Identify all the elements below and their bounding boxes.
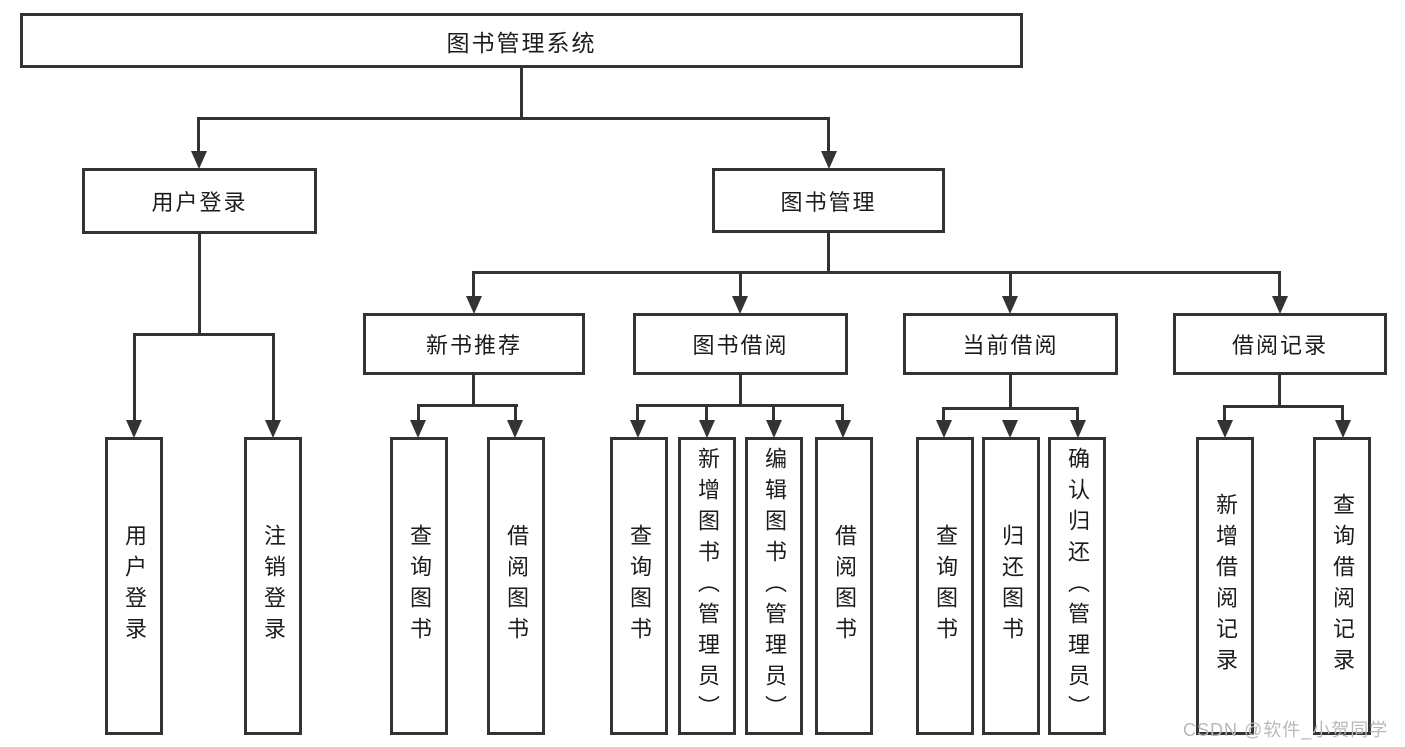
leaf-borrow-books-recommend: 借阅图书 [487, 437, 545, 735]
connector-v [827, 117, 830, 153]
node-label: 借阅记录 [1231, 333, 1328, 358]
leaf-label: 编辑图书（管理员） [762, 446, 787, 726]
node-label: 新书推荐 [425, 333, 522, 358]
node-label: 图书管理系统 [446, 29, 597, 56]
connector-v [1076, 407, 1079, 422]
leaf-query-borrow-record: 查询借阅记录 [1313, 437, 1371, 735]
leaf-query-books-current: 查询图书 [916, 437, 974, 735]
connector-h [133, 333, 275, 336]
connector-v [514, 404, 517, 422]
connector-v [1278, 373, 1281, 408]
connector-v [272, 333, 275, 422]
leaf-confirm-return-admin: 确认归还（管理员） [1048, 437, 1106, 735]
leaf-query-books-borrow: 查询图书 [610, 437, 668, 735]
node-library-management-system: 图书管理系统 [20, 13, 1023, 68]
connector-v [739, 373, 742, 407]
arrow-down-icon [1002, 296, 1018, 314]
arrow-down-icon [766, 420, 782, 438]
connector-h [472, 271, 1281, 274]
arrow-down-icon [732, 296, 748, 314]
node-borrow-record: 借阅记录 [1173, 313, 1387, 375]
arrow-down-icon [410, 420, 426, 438]
connector-v [472, 373, 475, 407]
node-current-borrow: 当前借阅 [903, 313, 1118, 375]
arrow-down-icon [126, 420, 142, 438]
connector-v [198, 232, 201, 336]
connector-v [417, 404, 420, 422]
leaf-add-books-admin: 新增图书（管理员） [678, 437, 736, 735]
leaf-label: 查询图书 [933, 524, 958, 648]
connector-v [1278, 271, 1281, 300]
arrow-down-icon [1217, 420, 1233, 438]
arrow-down-icon [1002, 420, 1018, 438]
node-label: 图书借阅 [692, 333, 789, 358]
leaf-label: 借阅图书 [504, 524, 529, 648]
arrow-down-icon [1272, 296, 1288, 314]
csdn-watermark: CSDN @软件_小贺同学 [1183, 720, 1389, 740]
connector-h [417, 404, 518, 407]
arrow-down-icon [821, 151, 837, 169]
arrow-down-icon [191, 151, 207, 169]
connector-v [841, 404, 844, 422]
connector-h [198, 117, 830, 120]
arrow-down-icon [507, 420, 523, 438]
connector-v [772, 404, 775, 422]
node-new-book-recommend: 新书推荐 [363, 313, 585, 375]
node-book-management: 图书管理 [712, 168, 945, 233]
node-label: 当前借阅 [962, 333, 1059, 358]
connector-h [1223, 405, 1344, 408]
arrow-down-icon [835, 420, 851, 438]
leaf-label: 归还图书 [999, 524, 1024, 648]
leaf-edit-books-admin: 编辑图书（管理员） [745, 437, 803, 735]
connector-v [827, 231, 830, 274]
leaf-label: 查询图书 [627, 524, 652, 648]
connector-v [197, 117, 200, 153]
leaf-label: 用户登录 [122, 524, 147, 648]
connector-v [520, 66, 523, 120]
leaf-query-books-recommend: 查询图书 [390, 437, 448, 735]
leaf-label: 新增借阅记录 [1213, 493, 1238, 679]
arrow-down-icon [466, 296, 482, 314]
leaf-return-books: 归还图书 [982, 437, 1040, 735]
leaf-label: 查询图书 [407, 524, 432, 648]
arrow-down-icon [630, 420, 646, 438]
arrow-down-icon [936, 420, 952, 438]
leaf-label: 借阅图书 [832, 524, 857, 648]
node-label: 图书管理 [780, 189, 877, 215]
leaf-label: 确认归还（管理员） [1065, 446, 1090, 726]
connector-v [942, 407, 945, 422]
node-label: 用户登录 [151, 190, 248, 215]
connector-v [1341, 405, 1344, 422]
connector-v [739, 271, 742, 300]
connector-h [636, 404, 844, 407]
leaf-user-login: 用户登录 [105, 437, 163, 735]
arrow-down-icon [1335, 420, 1351, 438]
connector-v [1223, 405, 1226, 422]
leaf-label: 查询借阅记录 [1330, 493, 1355, 679]
connector-v [1009, 373, 1012, 410]
node-user-login: 用户登录 [82, 168, 317, 234]
leaf-label: 新增图书（管理员） [695, 446, 720, 726]
leaf-add-borrow-record: 新增借阅记录 [1196, 437, 1254, 735]
leaf-logout: 注销登录 [244, 437, 302, 735]
connector-h [942, 407, 1079, 410]
connector-v [705, 404, 708, 422]
leaf-borrow-books: 借阅图书 [815, 437, 873, 735]
arrow-down-icon [265, 420, 281, 438]
connector-v [636, 404, 639, 422]
connector-v [472, 271, 475, 300]
node-book-borrow: 图书借阅 [633, 313, 848, 375]
arrow-down-icon [699, 420, 715, 438]
leaf-label: 注销登录 [261, 524, 286, 648]
connector-v [133, 333, 136, 422]
connector-v [1009, 271, 1012, 300]
arrow-down-icon [1070, 420, 1086, 438]
